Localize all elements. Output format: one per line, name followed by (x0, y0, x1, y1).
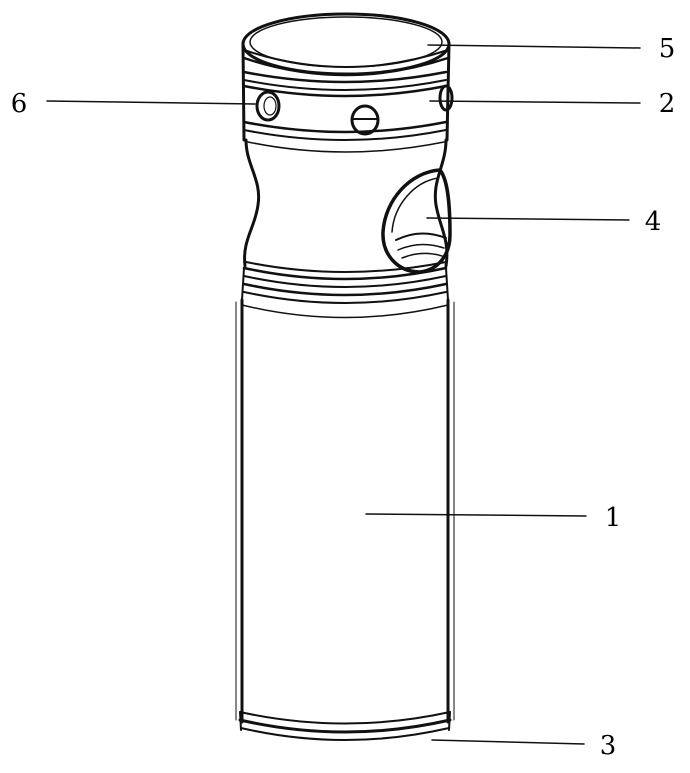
leader-lines (46, 44, 641, 745)
side-hole-center (350, 104, 380, 136)
label-body: 1 (605, 503, 622, 533)
cap-top (241, 12, 451, 77)
body-cylinder (235, 298, 455, 724)
leader-line-1 (365, 513, 587, 517)
side-hole-left (255, 90, 281, 122)
label-side-hole: 6 (11, 89, 28, 119)
window-opening (381, 168, 452, 274)
side-hole-right (438, 84, 454, 112)
leader-line-5 (427, 44, 641, 49)
leader-line-2 (429, 100, 641, 104)
leader-line-4 (426, 217, 630, 221)
upper-ring (241, 42, 451, 142)
leader-line-3 (431, 739, 585, 745)
bottom-ring (238, 711, 452, 741)
grip-section (243, 138, 449, 273)
leader-line-6 (46, 100, 256, 105)
label-upper-ring: 2 (659, 89, 676, 119)
label-bottom-ring: 3 (600, 731, 617, 761)
label-window: 4 (645, 207, 662, 237)
label-cap: 5 (659, 34, 676, 64)
